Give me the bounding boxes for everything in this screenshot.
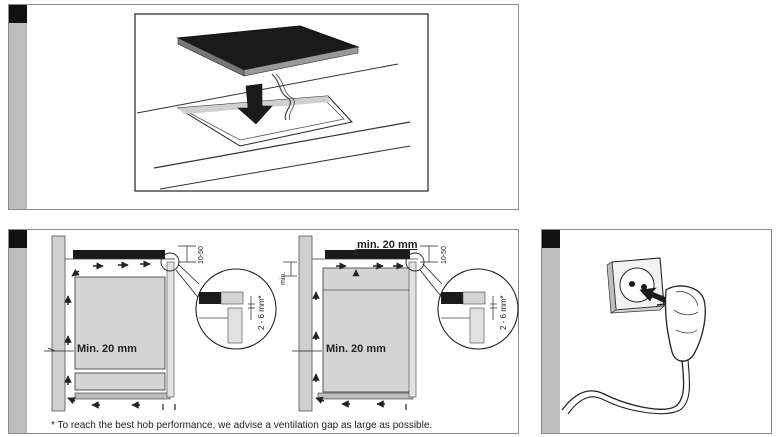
panel-strip	[9, 230, 27, 433]
label-min-20-left: Min. 20 mm	[77, 343, 137, 355]
panel-power-plug	[541, 229, 772, 434]
panel-tab-marker	[9, 5, 27, 23]
wall-right	[298, 235, 313, 412]
worktop-front-lower	[159, 145, 411, 190]
wall-socket	[606, 257, 665, 314]
label-10-50-left: 10-50	[198, 246, 205, 264]
label-min-20-right: Min. 20 mm	[326, 343, 386, 355]
panel-strip	[9, 5, 27, 209]
label-min-right: min.	[280, 272, 287, 285]
label-min-20-top: min. 20 mm	[357, 239, 418, 251]
panel-strip	[542, 230, 560, 433]
label-2-6-right: 2 - 6 mm*	[499, 295, 508, 330]
drawer-left	[74, 372, 166, 391]
side-panel-right	[408, 261, 417, 398]
detail-circle-right	[405, 252, 425, 272]
ventilation-footnote: * To reach the best hob performance, we …	[51, 420, 432, 431]
worktop-edge	[136, 63, 399, 114]
diagram-right: min. 20 mm min. Min. 20 mm 10-50	[280, 235, 519, 412]
cabinet-right	[322, 267, 416, 393]
power-plug	[654, 285, 706, 362]
plug-cord	[561, 359, 685, 411]
worktop-left	[73, 250, 165, 259]
worktop-right	[325, 250, 410, 259]
detail-circle-left	[160, 252, 180, 272]
cabinet-left	[74, 276, 166, 370]
panel-tab-marker	[9, 230, 27, 248]
hob-front	[243, 46, 359, 77]
side-panel-left	[166, 261, 175, 398]
label-10-50-right: 10-50	[441, 246, 448, 264]
wall-left	[51, 235, 66, 412]
label-2-6-left: 2 - 6 mm*	[257, 295, 266, 330]
insert-down-arrow	[237, 83, 273, 125]
diagram-left: Min. 20 mm 10-50 2 - 6 mm*	[44, 235, 277, 412]
panel-tab-marker	[542, 230, 560, 248]
worktop-front-upper	[153, 121, 411, 169]
hob-power-cord	[271, 73, 292, 121]
